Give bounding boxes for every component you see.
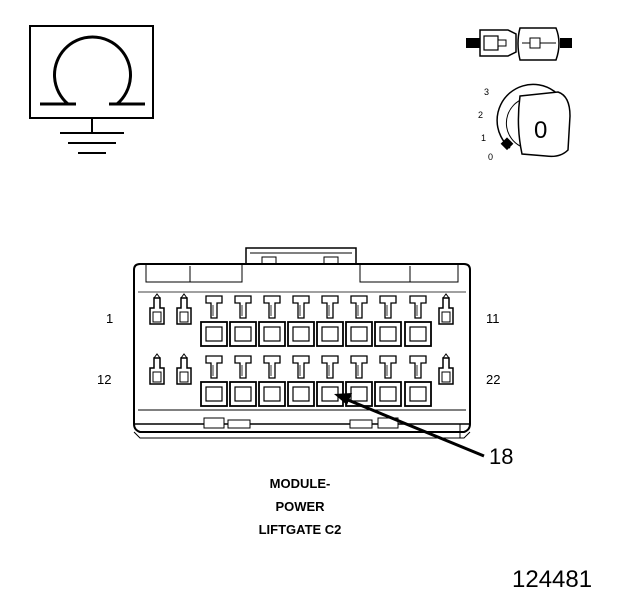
pin-18-callout-arrow: [334, 393, 485, 458]
ohm-symbol-icon: [40, 35, 145, 106]
ignition-key-icon: 3 2 1 0 0: [478, 83, 571, 162]
caption-line-1: MODULE-: [270, 476, 331, 491]
pin-cavity-11: [438, 293, 454, 325]
key-position-1: 1: [481, 133, 486, 143]
figure-number: 124481: [512, 566, 592, 593]
pin-cavity-10: [404, 295, 432, 347]
pin-cavity-3: [200, 295, 228, 347]
pin-callout-label: 18: [489, 444, 513, 469]
pin-cavity-9: [374, 295, 402, 347]
pin-label-1: 1: [106, 311, 113, 326]
disconnected-connector-icon: [466, 27, 572, 61]
key-position-2: 2: [478, 110, 483, 120]
ground-icon: [60, 118, 124, 154]
pin-cavity-14: [200, 355, 228, 407]
pin-cavity-6: [287, 295, 315, 347]
pin-cavity-13: [176, 353, 192, 385]
pin-cavity-12: [149, 353, 165, 385]
pin-cavity-16: [258, 355, 286, 407]
key-position-3: 3: [484, 87, 489, 97]
ohmmeter-symbol: [29, 25, 154, 154]
pin-cavity-15: [229, 355, 257, 407]
connector-pins: [149, 293, 454, 407]
pin-cavity-2: [176, 293, 192, 325]
pin-cavity-21: [404, 355, 432, 407]
caption-line-3: LIFTGATE C2: [259, 522, 342, 537]
pin-label-11: 11: [486, 311, 500, 326]
pin-cavity-8: [345, 295, 373, 347]
pin-label-12: 12: [97, 372, 111, 387]
pin-cavity-4: [229, 295, 257, 347]
key-position-0: 0: [488, 152, 493, 162]
pin-cavity-5: [258, 295, 286, 347]
pin-cavity-17: [287, 355, 315, 407]
pin-cavity-22: [438, 353, 454, 385]
key-value: 0: [534, 117, 547, 144]
pin-cavity-7: [316, 295, 344, 347]
pin-cavity-20: [374, 355, 402, 407]
caption-line-2: POWER: [275, 499, 325, 514]
pin-cavity-1: [149, 293, 165, 325]
pin-label-22: 22: [486, 372, 500, 387]
